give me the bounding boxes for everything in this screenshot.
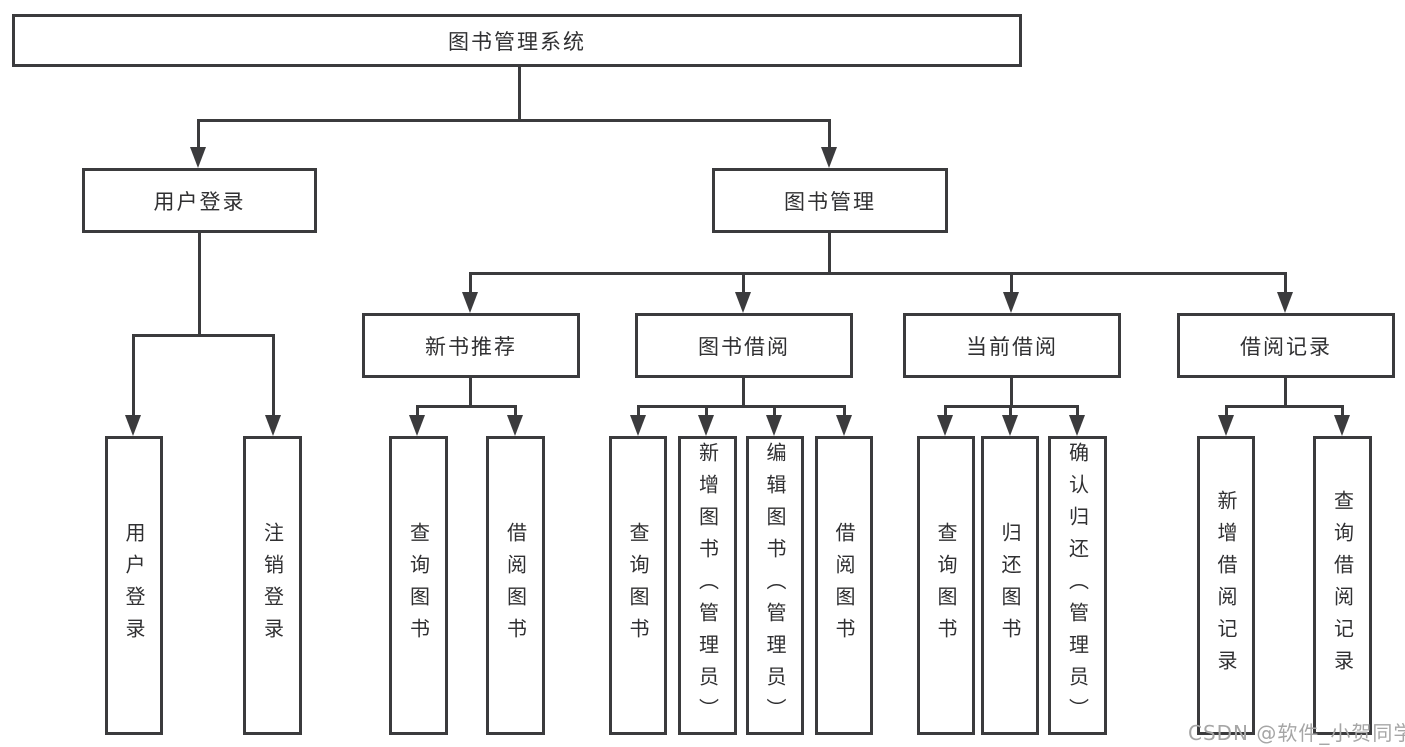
connector-line [843,405,846,417]
connector-line [705,405,708,417]
node-current-borrow-label: 当前借阅 [966,334,1058,359]
connector-line [1009,405,1012,417]
arrow-down-icon [836,415,852,436]
leaf-query-books-borrow: 查询图书 [609,436,667,735]
leaf-borrow-books-label: 借阅图书 [832,521,856,650]
arrow-down-icon [1069,415,1085,436]
arrow-down-icon [630,415,646,436]
leaf-confirm-return-admin-label: 确认归还（管理员） [1065,441,1090,730]
node-user-login-label: 用户登录 [153,189,246,214]
connector-line [132,334,275,337]
connector-line [518,67,521,122]
connector-line [944,405,947,417]
node-new-book-recommend: 新书推荐 [362,313,580,378]
connector-line [637,405,846,408]
leaf-return-book-label: 归还图书 [998,521,1022,650]
connector-line [1284,378,1287,408]
leaf-query-books-current-label: 查询图书 [934,521,958,650]
node-book-management-label: 图书管理 [784,189,876,214]
leaf-query-books-current: 查询图书 [917,436,975,735]
leaf-query-borrow-record: 查询借阅记录 [1313,436,1372,735]
leaf-add-borrow-record-label: 新增借阅记录 [1214,489,1238,682]
leaf-borrow-books-recommend-label: 借阅图书 [503,521,528,650]
leaf-add-book-admin-label: 新增图书（管理员） [695,441,720,730]
connector-line [1284,272,1287,295]
leaf-logout: 注销登录 [243,436,302,735]
connector-line [1225,405,1228,417]
node-new-book-recommend-label: 新书推荐 [425,334,517,359]
connector-line [742,378,745,408]
node-book-management: 图书管理 [712,168,948,233]
leaf-edit-book-admin: 编辑图书（管理员） [746,436,804,735]
connector-line [514,405,517,417]
node-borrow-records-label: 借阅记录 [1240,334,1332,359]
arrow-down-icon [409,415,425,436]
connector-line [1225,405,1344,408]
connector-line [637,405,640,417]
connector-line [828,233,831,275]
arrow-down-icon [1277,292,1293,313]
arrow-down-icon [1003,292,1019,313]
connector-line [469,272,1287,275]
leaf-user-login-label: 用户登录 [122,521,146,650]
leaf-logout-label: 注销登录 [260,521,285,650]
arrow-down-icon [125,415,141,436]
arrow-down-icon [1334,415,1350,436]
watermark: CSDN @软件_小贺同学 [1188,721,1405,745]
leaf-add-book-admin: 新增图书（管理员） [678,436,737,735]
connector-line [742,272,745,295]
leaf-query-borrow-record-label: 查询借阅记录 [1330,489,1355,682]
connector-line [272,334,275,417]
leaf-query-books-recommend: 查询图书 [389,436,448,735]
leaf-query-books-borrow-label: 查询图书 [626,521,650,650]
connector-line [469,378,472,408]
leaf-user-login: 用户登录 [105,436,163,735]
connector-line [773,405,776,417]
connector-line [198,233,201,337]
node-root: 图书管理系统 [12,14,1022,67]
connector-line [1341,405,1344,417]
leaf-borrow-books-recommend: 借阅图书 [486,436,545,735]
arrow-down-icon [462,292,478,313]
connector-line [828,119,831,149]
arrow-down-icon [766,415,782,436]
connector-line [469,272,472,295]
node-book-borrow-label: 图书借阅 [698,334,790,359]
connector-line [416,405,517,408]
arrow-down-icon [190,147,206,168]
leaf-return-book: 归还图书 [981,436,1039,735]
connector-line [1076,405,1079,417]
arrow-down-icon [937,415,953,436]
arrow-down-icon [821,147,837,168]
connector-line [197,119,831,122]
leaf-add-borrow-record: 新增借阅记录 [1197,436,1255,735]
node-borrow-records: 借阅记录 [1177,313,1395,378]
arrow-down-icon [507,415,523,436]
node-book-borrow: 图书借阅 [635,313,853,378]
arrow-down-icon [1218,415,1234,436]
leaf-query-books-recommend-label: 查询图书 [406,521,431,650]
arrow-down-icon [1002,415,1018,436]
leaf-borrow-books: 借阅图书 [815,436,873,735]
node-root-label: 图书管理系统 [448,29,586,54]
node-user-login: 用户登录 [82,168,317,233]
connector-line [416,405,419,417]
leaf-confirm-return-admin: 确认归还（管理员） [1048,436,1107,735]
connector-line [132,334,135,417]
connector-line [1010,272,1013,295]
arrow-down-icon [265,415,281,436]
arrow-down-icon [698,415,714,436]
connector-line [197,119,200,149]
node-current-borrow: 当前借阅 [903,313,1121,378]
leaf-edit-book-admin-label: 编辑图书（管理员） [763,441,787,730]
arrow-down-icon [735,292,751,313]
connector-line [1010,378,1013,408]
